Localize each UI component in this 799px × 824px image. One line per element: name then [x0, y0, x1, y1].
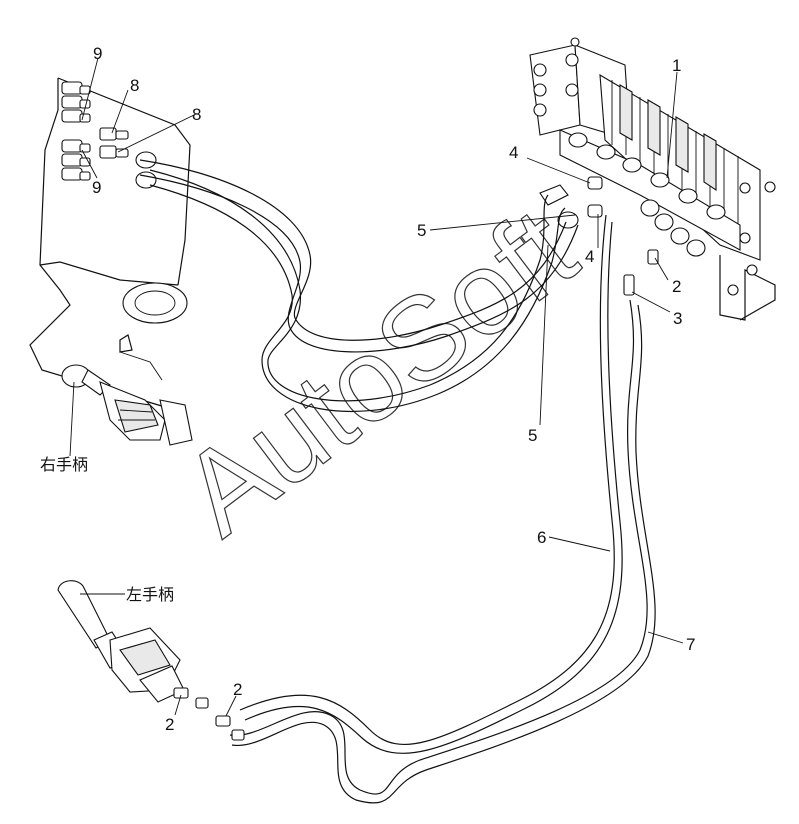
callout-1: 1	[672, 56, 681, 75]
left-joystick	[57, 580, 245, 741]
callout-8-lower: 8	[192, 105, 201, 124]
leader-lines	[69, 57, 684, 717]
valve-fittings	[539, 176, 659, 296]
callout-8-upper: 8	[130, 76, 139, 95]
callout-5-upper: 5	[417, 221, 426, 240]
hose-6	[239, 214, 623, 754]
callout-7: 7	[686, 635, 695, 654]
callout-4-lower: 4	[585, 247, 594, 266]
label-right-handle: 右手柄	[40, 455, 88, 474]
pilot-valve-block	[529, 37, 776, 321]
hose-7	[229, 299, 656, 804]
watermark-text: AutoSoft	[158, 183, 599, 561]
hose-5-lower	[139, 159, 579, 353]
watermark: AutoSoft	[158, 182, 600, 561]
callout-2-left-upper: 2	[233, 680, 242, 699]
callout-2-left-lower: 2	[165, 715, 174, 734]
callout-6: 6	[537, 528, 546, 547]
callout-9-upper: 9	[93, 44, 102, 63]
callout-9-lower: 9	[92, 178, 101, 197]
callout-5-lower: 5	[528, 426, 537, 445]
label-left-handle: 左手柄	[126, 585, 174, 604]
callout-3: 3	[673, 309, 682, 328]
right-handle-bracket	[29, 77, 191, 411]
port-fittings-9	[61, 81, 91, 181]
adapter-fittings-8	[99, 127, 157, 189]
callout-4-upper: 4	[509, 143, 518, 162]
right-joystick	[61, 364, 193, 446]
callout-2-valve: 2	[672, 277, 681, 296]
callout-labels: 1 4 4 5 5 2 3 6 7 9 9 8 8 2 2 右手柄 左手柄	[40, 44, 695, 734]
